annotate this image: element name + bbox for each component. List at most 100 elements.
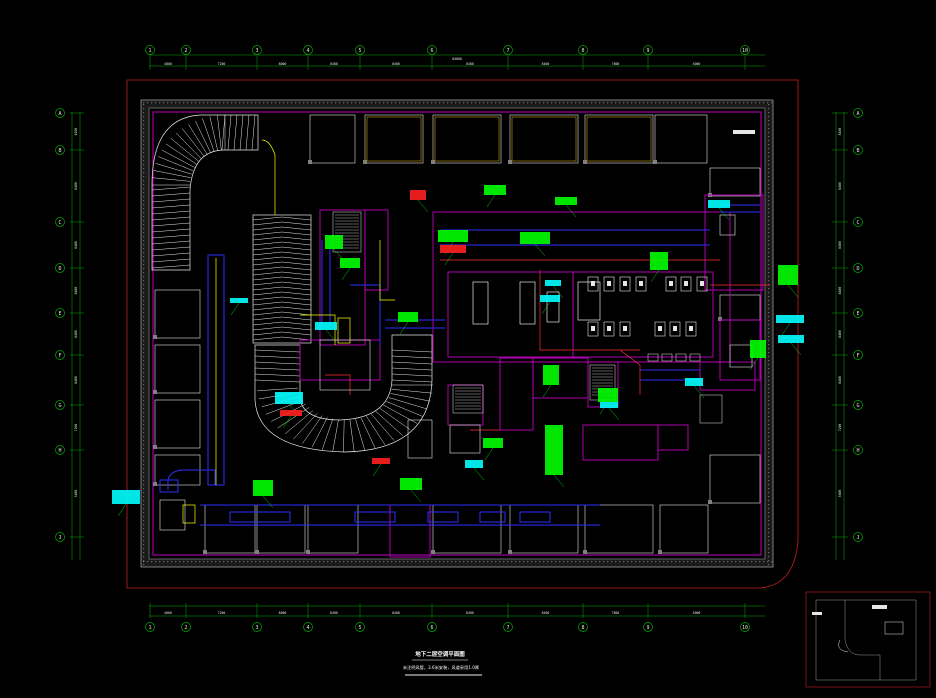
hatch-dot [367, 102, 369, 104]
hatch-dot [143, 172, 145, 174]
hatch-dot [143, 488, 145, 490]
hatch-dot [763, 102, 765, 104]
hatch-dot [499, 561, 501, 563]
hatch-dot [768, 352, 770, 354]
pump-motor [623, 326, 627, 331]
hatch-dot [143, 456, 145, 458]
hatch-dot [299, 102, 301, 104]
hatch-dot [143, 288, 145, 290]
ramp-stripe [151, 210, 191, 215]
air-ducts [159, 204, 760, 526]
hatch-dot [768, 296, 770, 298]
hatch-dot [479, 561, 481, 563]
hatch-dot [768, 252, 770, 254]
column [583, 160, 587, 164]
column-grid-label-top: 3 [255, 48, 258, 54]
hatch-dot [627, 561, 629, 563]
row-grid-label-left: A [58, 111, 61, 117]
hatch-dot [719, 102, 721, 104]
hatch-dot [768, 392, 770, 394]
hatch-dot [223, 561, 225, 563]
equipment-tag [315, 322, 337, 330]
hatch-dot [167, 102, 169, 104]
pump-motor [673, 326, 677, 331]
top-dimension-chain: 84000 [149, 54, 765, 67]
pump-motor [607, 281, 611, 286]
hatch-dot [143, 520, 145, 522]
ramp-stripe [386, 401, 423, 417]
hatch-dot [679, 561, 681, 563]
ramp-stripe [252, 276, 312, 281]
hatch-dot [768, 408, 770, 410]
hatch-dot [171, 102, 173, 104]
ramp-stripe [391, 355, 433, 359]
row-grid-bubble-right [853, 217, 863, 227]
equipment-tag [600, 402, 618, 408]
hatch-dot [671, 561, 673, 563]
ramp-stripe [252, 296, 312, 301]
hatch-dot [535, 102, 537, 104]
hatch-dot [143, 192, 145, 194]
hatch-dot [191, 561, 193, 563]
hatch-dot [471, 102, 473, 104]
hatch-dot [543, 561, 545, 563]
ramp-stripe [391, 373, 433, 377]
column-grid-bubble-top [427, 45, 437, 55]
hatch-dot [723, 102, 725, 104]
row-grid-bubble-right [853, 308, 863, 318]
ramp-stripe [391, 379, 433, 383]
tag-leader [608, 407, 620, 421]
ramp-stripe [277, 407, 310, 429]
hatch-dot [143, 212, 145, 214]
hatch-dot [143, 304, 145, 306]
ramp-stripe [391, 389, 433, 394]
side-segment-dimension-right: 8400 [838, 182, 842, 190]
hatch-dot [687, 561, 689, 563]
hatch-dot [591, 561, 593, 563]
hatch-dot [768, 152, 770, 154]
hatch-dot [768, 272, 770, 274]
parking-bay [432, 114, 502, 164]
parking-bay [154, 344, 201, 394]
hatch-dot [143, 388, 145, 390]
row-grid-bubble-left [55, 350, 65, 360]
ramp-stripe [371, 413, 395, 441]
hatch-dot [768, 188, 770, 190]
hatch-dot [651, 561, 653, 563]
parking-bay-inner [434, 116, 500, 162]
tag-leader [787, 284, 799, 298]
ramp-stripe [252, 331, 312, 336]
equipment-tag [545, 425, 563, 475]
hatch-dot [491, 102, 493, 104]
side-segment-dimension-right: 7200 [838, 424, 842, 432]
ramp-stripe [155, 163, 192, 175]
hatch-dot [235, 561, 237, 563]
hatch-dot [768, 124, 770, 126]
row-grid-bubble-left [55, 263, 65, 273]
hatch-dot [375, 102, 377, 104]
column [431, 550, 435, 554]
hatch-dot [719, 561, 721, 563]
ramp-stripe [151, 192, 191, 197]
row-grid-label-right: D [856, 266, 859, 272]
hatch-dot [143, 352, 145, 354]
hatch-dot [551, 102, 553, 104]
equipment-tag [438, 230, 468, 242]
pump-motor [669, 281, 673, 286]
hatch-dot [331, 102, 333, 104]
hatch-dot [143, 236, 145, 238]
hatch-dot [583, 102, 585, 104]
pump [603, 276, 615, 292]
hatch-dot [143, 280, 145, 282]
hatch-dot [747, 561, 749, 563]
yellow-service-lines [182, 139, 395, 524]
hatch-dot [599, 102, 601, 104]
ramp-stripe [221, 114, 226, 151]
hatch-dot [611, 102, 613, 104]
hatch-dot [411, 561, 413, 563]
hatch-dot [768, 428, 770, 430]
top-segment-dimension: 8400 [392, 62, 400, 66]
hatch-dot [143, 232, 145, 234]
